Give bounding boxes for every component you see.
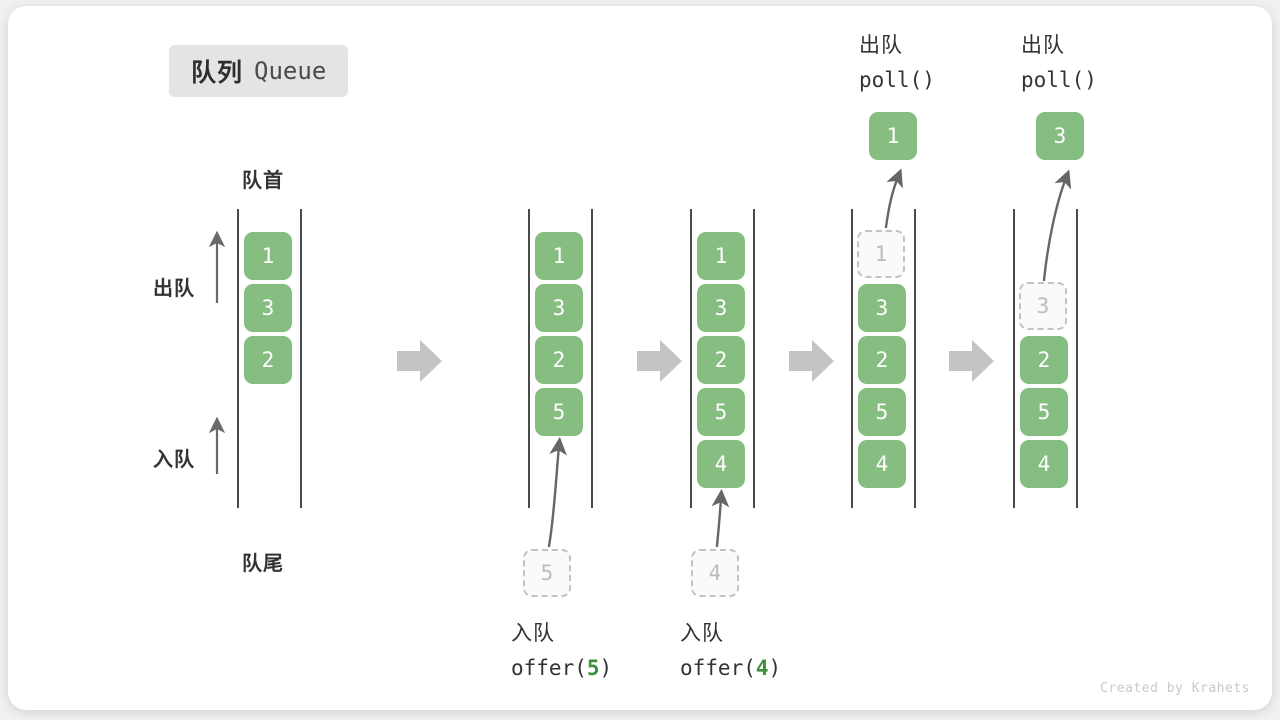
offer-5-caption-line1: 入队	[511, 622, 555, 645]
flow-arrow-3	[789, 340, 834, 382]
queue-rail-left-p5	[1013, 209, 1015, 508]
queue-item: 4	[1020, 440, 1068, 488]
ghost-item: 1	[857, 230, 905, 278]
queue-item: 3	[535, 284, 583, 332]
poll-1-caption-line2: poll()	[859, 68, 935, 92]
queue-item-new: 5	[535, 388, 583, 436]
queue-item: 2	[1020, 336, 1068, 384]
poll-1-motion-arrow	[884, 168, 903, 229]
queue-item: 2	[697, 336, 745, 384]
queue-item: 3	[244, 284, 292, 332]
flow-arrow-4	[949, 340, 994, 382]
offer-4-fn-post: )	[768, 656, 782, 680]
diagram-card: 队列 Queue 队首 队尾 出队 入队 1 3 2 1 3 2 5 5 入队 …	[8, 6, 1272, 710]
offer-5-fn-pre: offer(	[511, 656, 587, 680]
offer-4-motion-arrow	[711, 488, 730, 548]
queue-item: 1	[535, 232, 583, 280]
queue-rail-left-p4	[851, 209, 853, 508]
poll-3-caption-line2: poll()	[1021, 68, 1097, 92]
poll-1-caption: 出队 poll()	[859, 28, 935, 98]
offer-5-arg: 5	[586, 656, 600, 680]
queue-item: 2	[535, 336, 583, 384]
offer-4-fn-pre: offer(	[680, 656, 756, 680]
flow-arrow-1	[397, 340, 442, 382]
title-badge: 队列 Queue	[169, 45, 349, 97]
offer-4-arg: 4	[755, 656, 769, 680]
queue-item-new: 4	[697, 440, 745, 488]
offer-5-caption: 入队 offer(5)	[511, 616, 612, 686]
poll-3-caption: 出队 poll()	[1021, 28, 1097, 98]
diagram-stage: 队列 Queue 队首 队尾 出队 入队 1 3 2 1 3 2 5 5 入队 …	[8, 6, 1272, 710]
queue-rail-left-p2	[528, 209, 530, 508]
queue-rear-label: 队尾	[242, 553, 284, 575]
queue-item: 2	[858, 336, 906, 384]
offer-5-motion-arrow	[547, 436, 568, 548]
poll-3-caption-line1: 出队	[1021, 34, 1065, 57]
queue-item: 5	[1020, 388, 1068, 436]
offer-4-caption: 入队 offer(4)	[680, 616, 781, 686]
arrows-overlay	[208, 168, 1072, 548]
queue-item: 5	[858, 388, 906, 436]
offer-5-fn-post: )	[599, 656, 613, 680]
queue-rail-right-p3	[753, 209, 755, 508]
queue-item: 4	[858, 440, 906, 488]
offer-4-caption-line2: offer(4)	[680, 651, 781, 686]
queue-rail-left-p1	[237, 209, 239, 508]
title-cn: 队列	[191, 59, 244, 87]
title-en: Queue	[254, 57, 327, 85]
enqueue-direction-label: 入队	[153, 449, 195, 471]
poll-1-caption-line1: 出队	[859, 34, 903, 57]
ghost-item: 3	[1019, 282, 1067, 330]
credit-text: Created by Krahets	[1100, 681, 1250, 696]
queue-rail-right-p4	[914, 209, 916, 508]
popped-item: 1	[869, 112, 917, 160]
dequeue-direction-label: 出队	[153, 278, 195, 300]
offer-4-caption-line1: 入队	[680, 622, 724, 645]
poll-3-motion-arrow	[1042, 169, 1072, 282]
offer-5-caption-line2: offer(5)	[511, 651, 612, 686]
queue-rail-right-p1	[300, 209, 302, 508]
queue-item: 3	[858, 284, 906, 332]
queue-rail-right-p5	[1076, 209, 1078, 508]
queue-rail-right-p2	[591, 209, 593, 508]
popped-item: 3	[1036, 112, 1084, 160]
queue-item: 2	[244, 336, 292, 384]
queue-item: 3	[697, 284, 745, 332]
flow-arrow-2	[637, 340, 682, 382]
queue-rail-left-p3	[690, 209, 692, 508]
queue-front-label: 队首	[242, 170, 284, 192]
queue-item: 1	[244, 232, 292, 280]
ghost-item: 5	[523, 549, 571, 597]
queue-item: 5	[697, 388, 745, 436]
queue-item: 1	[697, 232, 745, 280]
ghost-item: 4	[691, 549, 739, 597]
